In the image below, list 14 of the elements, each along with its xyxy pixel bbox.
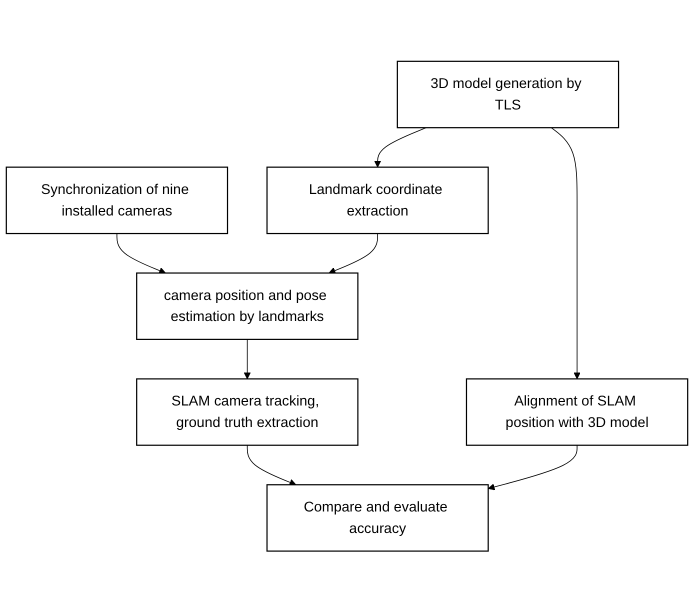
arrow: [374, 128, 427, 168]
node-box: Landmark coordinate extraction: [266, 166, 489, 234]
node-box: 3D model generation by TLS: [396, 61, 620, 129]
node-box: Alignment of SLAM position with 3D model: [466, 378, 688, 446]
node-box: Synchronization of nine installed cameras: [6, 166, 228, 234]
arrow: [244, 339, 251, 380]
node-box: Compare and evaluate accuracy: [266, 484, 489, 552]
node-box: SLAM camera tracking, ground truth extraction: [136, 378, 358, 446]
node-box: camera position and pose estimation by landmarks: [136, 272, 358, 340]
arrow: [488, 445, 578, 491]
arrow: [116, 233, 166, 274]
arrow: [550, 128, 581, 380]
arrow: [246, 445, 296, 486]
arrow: [328, 233, 378, 274]
